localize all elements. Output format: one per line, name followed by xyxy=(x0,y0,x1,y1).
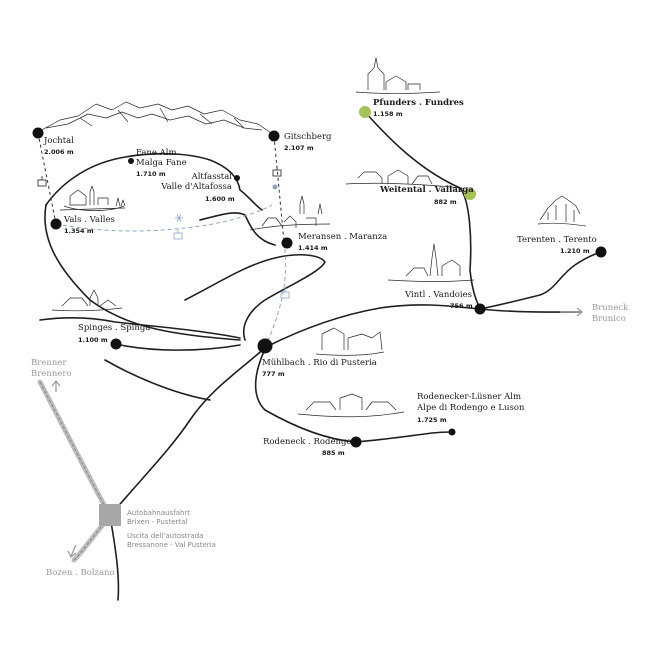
elev-weitental: 882 m xyxy=(434,198,457,206)
gondola-icon xyxy=(272,166,282,177)
elev-fane-alm: 1.710 m xyxy=(136,170,166,178)
elev-vals: 1.354 m xyxy=(64,227,94,235)
village-sketch-vintl xyxy=(387,243,475,282)
arrow-up-icon xyxy=(51,380,61,392)
lift-station-icon xyxy=(272,184,278,190)
elev-spinges: 1.100 m xyxy=(78,336,108,344)
location-dot-altfasstal[interactable] xyxy=(234,175,240,181)
label-vintl: Vintl . Vandoies xyxy=(404,290,472,300)
label-pfunders: Pfunders . Fundres xyxy=(373,98,464,108)
mountain-ridge-sketch xyxy=(37,101,275,136)
gondola-icon xyxy=(173,229,183,240)
elev-altfasstal: 1.600 m xyxy=(205,195,235,203)
motorway-exit-marker xyxy=(99,504,121,526)
road-network xyxy=(104,111,602,601)
label-muehlbach: Mühlbach . Rio di Pusteria xyxy=(262,358,377,368)
village-sketch-vals xyxy=(59,185,126,211)
direction-brunico: Brunico xyxy=(592,314,626,324)
elev-pfunders: 1.158 m xyxy=(373,110,403,118)
elev-gitschberg: 2.107 m xyxy=(284,144,314,152)
label-rodenecker-alm: Rodenecker-Lüsner Alm xyxy=(417,392,521,402)
elev-muehlbach: 777 m xyxy=(262,370,285,378)
location-dot-meransen[interactable] xyxy=(281,237,293,249)
snowflake-icon xyxy=(175,214,183,222)
elev-rodenecker-alm: 1.725 m xyxy=(417,416,447,424)
motorway-exit-label-2: Brixen - Pustertal xyxy=(127,518,187,526)
label-spinges: Spinges . Spinga xyxy=(78,323,150,333)
label-meransen: Meransen . Maranza xyxy=(298,232,387,242)
location-dot-rodeneck[interactable] xyxy=(350,436,362,448)
elev-jochtal: 2.006 m xyxy=(44,148,74,156)
elev-meransen: 1.414 m xyxy=(298,244,328,252)
village-sketch-rodeneck xyxy=(297,393,405,418)
valley-outline xyxy=(39,152,326,341)
label-rodenecker-alm-it: Alpe di Rodengo e Luson xyxy=(416,403,525,413)
village-sketch-weitental xyxy=(345,169,463,189)
label-fane-alm-it: Malga Fane xyxy=(136,158,187,168)
label-weitental: Weitental . Vallarga xyxy=(379,185,474,195)
location-dot-rodenecker-alm[interactable] xyxy=(448,428,456,436)
label-vals: Vals . Valles xyxy=(63,215,115,225)
location-dot-vintl[interactable] xyxy=(474,303,486,315)
location-dot-gitschberg[interactable] xyxy=(268,130,280,142)
motorway-exit-label-1: Autobahnausfahrt xyxy=(127,509,190,517)
motorway-exit-label-3: Uscita dell'autostrada xyxy=(127,532,203,540)
direction-brennero: Brennero xyxy=(31,369,72,379)
motorway xyxy=(37,379,121,563)
village-sketch-pfunders xyxy=(355,57,441,94)
gondola-icon xyxy=(280,288,290,299)
label-fane-alm: Fane Alm xyxy=(136,148,177,158)
location-dot-jochtal[interactable] xyxy=(32,127,44,139)
motorway-exit-label-4: Bressanone - Val Pusteria xyxy=(127,541,216,549)
arrow-right-icon xyxy=(560,307,583,317)
village-sketch-meransen xyxy=(249,195,331,231)
location-dot-fane-alm[interactable] xyxy=(128,158,134,164)
location-dot-terenten[interactable] xyxy=(595,246,607,258)
label-altfasstal-it: Valle d'Altafossa xyxy=(160,182,232,192)
elev-rodeneck: 885 m xyxy=(322,449,345,457)
location-dot-vals[interactable] xyxy=(50,218,62,230)
cable-car-lines xyxy=(37,132,287,346)
label-jochtal: Jochtal xyxy=(43,136,74,146)
direction-bruneck: Bruneck xyxy=(592,303,629,313)
direction-bozen: Bozen . Bolzano xyxy=(46,568,115,578)
direction-brenner: Brenner xyxy=(31,358,67,368)
elev-terenten: 1.210 m xyxy=(560,247,590,255)
label-rodeneck: Rodeneck . Rodengo xyxy=(263,437,352,447)
village-sketch-spinges xyxy=(51,289,123,312)
location-dot-pfunders[interactable] xyxy=(359,106,371,118)
gondola-icon xyxy=(37,176,47,187)
location-dot-muehlbach[interactable] xyxy=(257,338,273,354)
village-sketch-terenten xyxy=(537,195,587,227)
village-sketch-muehlbach xyxy=(315,327,385,356)
label-gitschberg: Gitschberg xyxy=(284,132,332,142)
arrow-down-icon xyxy=(67,544,77,558)
label-terenten: Terenten . Terento xyxy=(517,235,597,245)
location-dot-spinges[interactable] xyxy=(110,338,122,350)
label-altfasstal: Altfasstal xyxy=(191,172,233,182)
elev-vintl: 756 m xyxy=(450,302,473,310)
location-dot-weitental[interactable] xyxy=(464,188,476,200)
